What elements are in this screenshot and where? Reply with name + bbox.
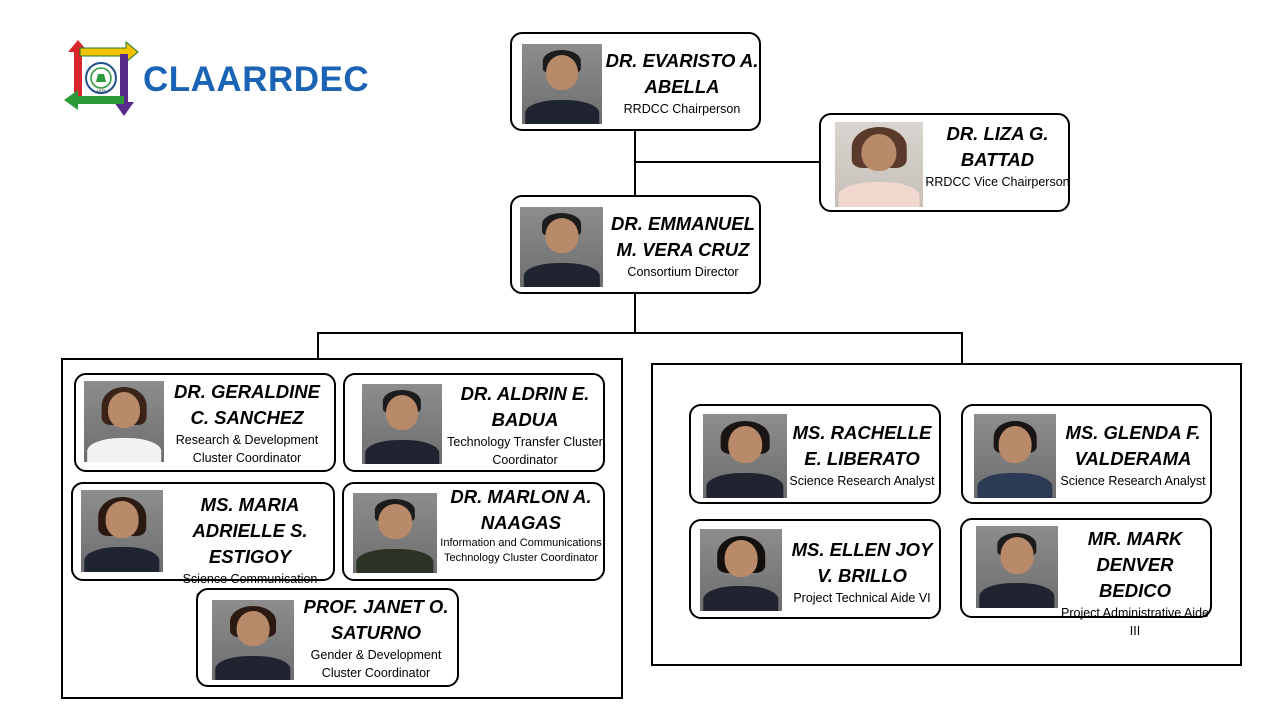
person-role: Project Administrative Aide III xyxy=(1061,606,1209,638)
person-name: PROF. JANET O. SATURNO xyxy=(303,596,449,643)
person-role: Research & Development Cluster Coordinat… xyxy=(175,433,319,465)
person-name: MS. ELLEN JOY V. BRILLO xyxy=(791,539,933,586)
person-role: Science Research Analyst xyxy=(789,474,935,488)
person-photo xyxy=(703,414,787,498)
person-role: Science Research Analyst xyxy=(1060,474,1206,488)
person-photo xyxy=(522,44,602,124)
person-role: Gender & Development Cluster Coordinator xyxy=(310,648,442,680)
person-card-brillo: MS. ELLEN JOY V. BRILLO Project Technica… xyxy=(689,519,941,619)
person-photo xyxy=(362,384,442,464)
person-photo xyxy=(700,529,782,611)
connector-horizontal xyxy=(317,332,963,334)
person-name: DR. EMMANUEL M. VERA CRUZ xyxy=(611,213,755,260)
person-name: DR. LIZA G. BATTAD xyxy=(946,123,1049,170)
person-name: DR. GERALDINE C. SANCHEZ xyxy=(174,381,320,428)
person-name: MS. GLENDA F. VALDERAMA xyxy=(1065,422,1201,469)
person-name: MS. MARIA ADRIELLE S. ESTIGOY xyxy=(192,494,308,567)
person-role: Information and Communications Technolog… xyxy=(440,537,602,564)
claarrdec-emblem-icon: 1975 xyxy=(64,40,139,116)
person-photo xyxy=(84,381,164,462)
connector-right-group xyxy=(961,332,963,364)
person-photo xyxy=(81,490,163,572)
person-card-sanchez: DR. GERALDINE C. SANCHEZ Research & Deve… xyxy=(74,373,336,472)
person-card-vice-chair: DR. LIZA G. BATTAD RRDCC Vice Chairperso… xyxy=(819,113,1070,212)
svg-text:1975: 1975 xyxy=(97,88,107,93)
person-card-director: DR. EMMANUEL M. VERA CRUZ Consortium Dir… xyxy=(510,195,761,294)
person-name: MR. MARK DENVER BEDICO xyxy=(1087,528,1183,601)
person-role: Consortium Director xyxy=(627,265,739,279)
person-role: Technology Transfer Cluster Coordinator xyxy=(447,435,603,467)
person-role: RRDCC Chairperson xyxy=(623,102,741,116)
person-role: RRDCC Vice Chairperson xyxy=(925,175,1070,189)
person-card-estigoy: MS. MARIA ADRIELLE S. ESTIGOY Science Co… xyxy=(71,482,335,604)
person-name: DR. EVARISTO A. ABELLA xyxy=(605,50,759,97)
connector-chair-director xyxy=(634,130,636,196)
connector-vice xyxy=(635,161,821,163)
person-photo xyxy=(520,207,603,287)
person-photo xyxy=(353,493,437,573)
person-name: DR. MARLON A. NAAGAS xyxy=(450,486,592,533)
person-card-chair: DR. EVARISTO A. ABELLA RRDCC Chairperson xyxy=(510,32,761,131)
person-card-saturno: PROF. JANET O. SATURNO Gender & Developm… xyxy=(196,588,459,687)
person-card-badua: DR. ALDRIN E. BADUA Technology Transfer … xyxy=(343,373,605,472)
person-name: DR. ALDRIN E. BADUA xyxy=(460,383,590,430)
person-photo xyxy=(976,526,1058,608)
connector-director-down xyxy=(634,293,636,334)
person-photo xyxy=(212,600,294,680)
person-card-naagas: DR. MARLON A. NAAGAS Information and Com… xyxy=(342,482,605,581)
logo-wordmark: CLAARRDEC xyxy=(143,60,370,99)
person-card-bedico: MR. MARK DENVER BEDICO Project Administr… xyxy=(960,518,1212,638)
person-role: Project Technical Aide VI xyxy=(793,591,931,605)
person-card-valderama: MS. GLENDA F. VALDERAMA Science Research… xyxy=(961,404,1212,504)
person-name: MS. RACHELLE E. LIBERATO xyxy=(792,422,932,469)
person-card-liberato: MS. RACHELLE E. LIBERATO Science Researc… xyxy=(689,404,941,504)
person-photo xyxy=(835,122,923,207)
person-photo xyxy=(974,414,1056,498)
connector-left-group xyxy=(317,332,319,359)
